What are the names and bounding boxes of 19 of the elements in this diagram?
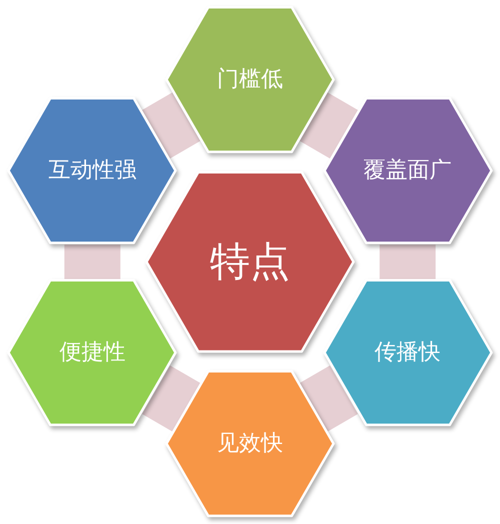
feature-label: 传播快 bbox=[374, 340, 441, 366]
feature-label: 门槛低 bbox=[217, 67, 283, 93]
feature-hexagon bbox=[165, 6, 335, 154]
connector-band bbox=[300, 366, 358, 432]
feature-hexagon bbox=[165, 370, 335, 518]
connector-band bbox=[142, 366, 200, 432]
connector-band bbox=[142, 92, 200, 158]
center-hexagon bbox=[145, 171, 355, 353]
feature-label: 覆盖面广 bbox=[364, 158, 452, 184]
feature-label: 便捷性 bbox=[59, 340, 126, 366]
connector-band bbox=[380, 244, 436, 280]
feature-hexagon bbox=[7, 97, 178, 245]
connector-band bbox=[300, 92, 358, 158]
feature-hexagon bbox=[7, 279, 178, 427]
topic-label: 特点 bbox=[210, 238, 290, 285]
connector-band bbox=[64, 244, 120, 280]
feature-hexagon bbox=[322, 279, 493, 427]
feature-label: 互动性强 bbox=[48, 158, 136, 184]
feature-label: 见效快 bbox=[217, 431, 283, 457]
